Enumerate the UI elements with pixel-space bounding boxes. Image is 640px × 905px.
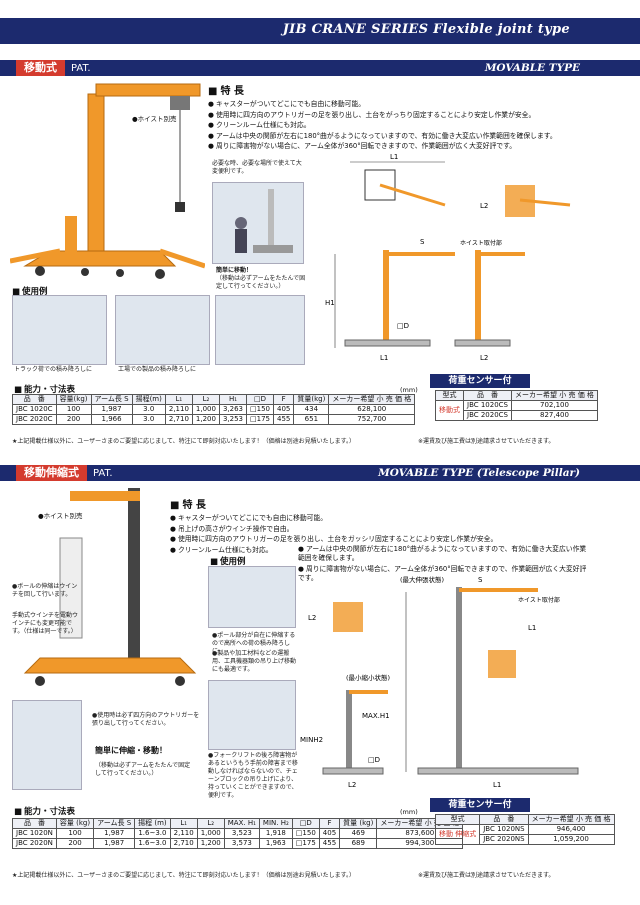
- feature-item: クリーンルーム仕様にも対応。: [170, 545, 497, 556]
- feature-item: 周りに障害物がない場合に、アーム全体が360°回転できますので、作業範囲が広く大…: [298, 565, 588, 583]
- dim-max: (最大伸張状態): [400, 575, 444, 584]
- caption-easy: 簡単に移動！: [216, 267, 253, 274]
- features-block-2: 特 長 キャスターがついてどこにでも自由に移動可能。 吊上げの高さがウインチ操作…: [170, 496, 497, 555]
- usage-caption-2: 工場での製品の積み降ろしに: [118, 366, 197, 373]
- usage-caption-2b: ●製品や加工材料などの運搬用、工具機器類の吊り上げ移動にも最適です。: [212, 650, 297, 673]
- hoist-note-2: ●ホイスト別売: [38, 512, 83, 520]
- section2-title: 移動伸縮式: [16, 465, 87, 481]
- spec-heading-2: 能力・寸法表: [14, 805, 75, 817]
- feature-item: キャスターがついてどこにでも自由に移動可能。: [170, 513, 497, 524]
- dimension-diagram-1: L1 L2 S ホイスト取付部 H1 □D L1 L2: [325, 153, 571, 362]
- feature-item: アームは中央の関節が左右に180°曲がるようになっていますので、有効に働き大変広…: [208, 131, 557, 142]
- dim-l2-2b: L2: [348, 781, 356, 789]
- caption-easy-2-sub: （移動は必ずアームをたたんで固定して行ってください。）: [95, 762, 191, 777]
- usage-photo-2b: [208, 680, 296, 750]
- unit-label-2: (mm): [400, 808, 418, 816]
- dim-s: S: [420, 238, 425, 246]
- telescope-crane-photo: [23, 488, 197, 686]
- dim-l2: L2: [480, 202, 488, 210]
- caption-easy-2: 簡単に伸縮・移動！: [95, 746, 167, 755]
- moving-photo: [212, 182, 304, 264]
- dimension-diagram-2: (最大伸張状態) S ホイスト取付部 L2 L1 (最小縮小状態) MAX.H1…: [300, 575, 579, 789]
- usage-photo-factory: [115, 295, 210, 365]
- usage-heading-2: 使用例: [210, 555, 246, 567]
- caption-outrigger: ●使用時は必ず四方向のアウトリガーを張り出して行ってください。: [92, 712, 200, 727]
- caption-winch-2: 手動式ウインチを電動ウインチにも変更可能です。（仕様は同一です。）: [12, 612, 79, 635]
- series-header: JIB CRANE SERIES Flexible joint type: [0, 18, 640, 44]
- usage-photo-2a: [208, 566, 296, 628]
- dim-l2-2: L2: [308, 614, 316, 622]
- usage-caption-1: トラック荷での積み降ろしに: [14, 366, 93, 373]
- feature-item: アームは中央の関節が左右に180°曲がるようになっていますので、有効に働き大変広…: [298, 545, 588, 563]
- sensor-title: 荷重センサー付: [430, 374, 530, 388]
- usage-caption-2c: ●フォークリフトの後ろ障害物があるというもう手前の障害まで移動しなければならない…: [208, 752, 298, 799]
- feature-item: 使用時に四方向のアウトリガーの足を張り出し、土台をがっちり固定することにより安定…: [208, 110, 557, 121]
- dim-l1-2: L1: [528, 624, 536, 632]
- dim-s2: S: [478, 576, 483, 584]
- dim-min: (最小縮小状態): [346, 673, 390, 682]
- footnote-1b: ※運賃及び施工費は別途請求させていただきます。: [418, 438, 555, 445]
- feature-item: キャスターがついてどこにでも自由に移動可能。: [208, 99, 557, 110]
- section1-title-en: MOVABLE TYPE: [484, 62, 580, 74]
- caption-move: 必要な時、必要な場所で使えて大変便利です。: [212, 160, 302, 175]
- movable-crane-photo: [10, 83, 205, 279]
- telescope-photo: [12, 700, 82, 790]
- spec-heading: 能力・寸法表: [14, 383, 75, 395]
- dim-l1b: L1: [380, 354, 388, 362]
- section2-bar: 移動伸縮式 PAT. MOVABLE TYPE (Telescope Pilla…: [0, 465, 640, 481]
- caption-easy-sub: （移動は必ずアームをたたんで固定して行ってください。）: [216, 275, 306, 290]
- dim-l2b: L2: [480, 354, 488, 362]
- section1-pat: PAT.: [71, 62, 91, 74]
- usage-photo-truck: [12, 295, 107, 365]
- footnote-2b: ※運賃及び施工費は別途請求させていただきます。: [418, 872, 555, 879]
- section1-bar: 移動式 PAT. MOVABLE TYPE: [0, 60, 640, 76]
- dim-minh2: MINH2: [300, 736, 323, 744]
- dim-h1: H1: [325, 299, 335, 307]
- feature-item: 使用時に四方向のアウトリガーの足を張り出し、土台をガッシリ固定することにより安定…: [170, 534, 497, 545]
- features-heading: 特 長: [208, 82, 557, 97]
- caption-winch: ●ボールの伸縮はウインチを回して行います。: [12, 583, 78, 598]
- section2-pat: PAT.: [93, 467, 113, 479]
- footnote-2: ★上記掲載仕様以外に、ユーザーさまのご要望に応じまして、特注にて即刻対応いたしま…: [12, 872, 356, 879]
- usage-caption-2a: ●ポール部分が自在に伸縮するので高所への荷の積み降ろしに。: [212, 632, 296, 655]
- dim-l1: L1: [390, 153, 398, 161]
- dim-l1-2b: L1: [493, 781, 501, 789]
- section2-title-en: MOVABLE TYPE (Telescope Pillar): [378, 467, 580, 479]
- dim-hoist-2: ホイスト取付部: [518, 596, 560, 604]
- features-right: アームは中央の関節が左右に180°曲がるようになっていますので、有効に働き大変広…: [298, 545, 588, 583]
- dim-maxh1: MAX.H1: [362, 712, 390, 720]
- feature-item: クリーンルーム仕様にも対応。: [208, 120, 557, 131]
- feature-item: 周りに障害物がない場合に、アーム全体が360°回転できますので、作業範囲が広く大…: [208, 141, 557, 152]
- dim-d: □D: [397, 322, 409, 330]
- usage-photo-warehouse: [215, 295, 305, 365]
- series-title: JIB CRANE SERIES Flexible joint type: [282, 22, 570, 37]
- sensor-title-2: 荷重センサー付: [430, 798, 530, 812]
- usage-heading: 使用例: [12, 285, 48, 297]
- feature-item: 吊上げの高さがウインチ操作で自由。: [170, 524, 497, 535]
- dim-d2: □D: [368, 756, 380, 764]
- features-block: 特 長 キャスターがついてどこにでも自由に移動可能。 使用時に四方向のアウトリガ…: [208, 82, 557, 152]
- section1-title: 移動式: [16, 60, 65, 76]
- unit-label: (mm): [400, 386, 418, 394]
- hoist-note: ●ホイスト別売: [132, 115, 177, 123]
- dim-hoist: ホイスト取付部: [460, 239, 502, 247]
- footnote-1: ★上記掲載仕様以外に、ユーザーさまのご要望に応じまして、特注にて即刻対応いたしま…: [12, 438, 356, 445]
